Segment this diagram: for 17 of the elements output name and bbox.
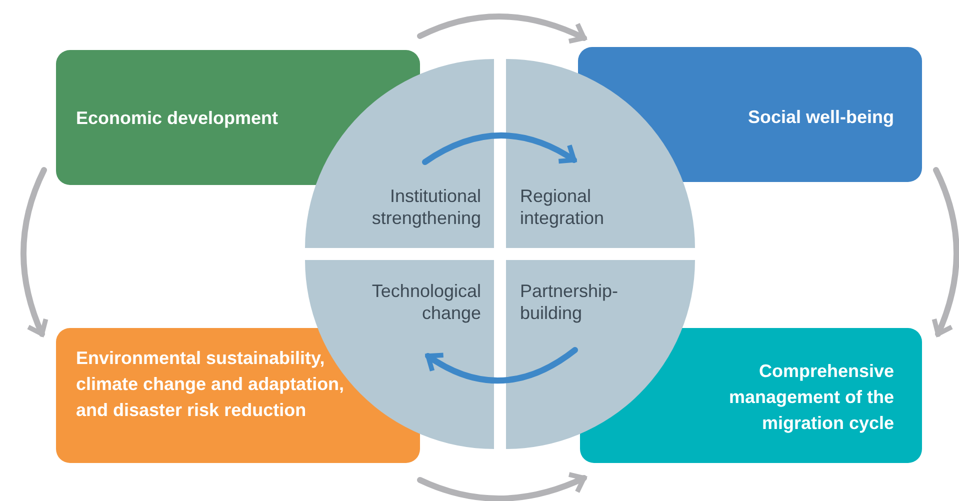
cycle-arrow bbox=[422, 132, 577, 165]
cycle-arrow bbox=[425, 347, 578, 384]
segment-label: Technological change bbox=[370, 280, 481, 324]
quadrant-segment bbox=[506, 260, 695, 449]
quadrant-segment bbox=[506, 59, 695, 248]
category-title: Economic development bbox=[76, 107, 280, 130]
category-title: Comprehensive management of the migration cycle bbox=[728, 360, 894, 435]
segment-label: Institutional strengthening bbox=[370, 185, 481, 229]
cycle-arrow bbox=[20, 167, 49, 337]
cycle-arrow bbox=[931, 167, 959, 337]
cycle-arrow bbox=[417, 472, 587, 501]
segment-label: Regional integration bbox=[520, 185, 606, 229]
category-title: Social well-being bbox=[746, 106, 894, 129]
segment-label: Partnership-building bbox=[520, 280, 620, 324]
quadrant-segment bbox=[305, 59, 494, 248]
cycle-arrow bbox=[417, 14, 587, 44]
category-title: Environmental sustainability, climate change and adaptation, and disaster risk reduction bbox=[76, 347, 346, 422]
